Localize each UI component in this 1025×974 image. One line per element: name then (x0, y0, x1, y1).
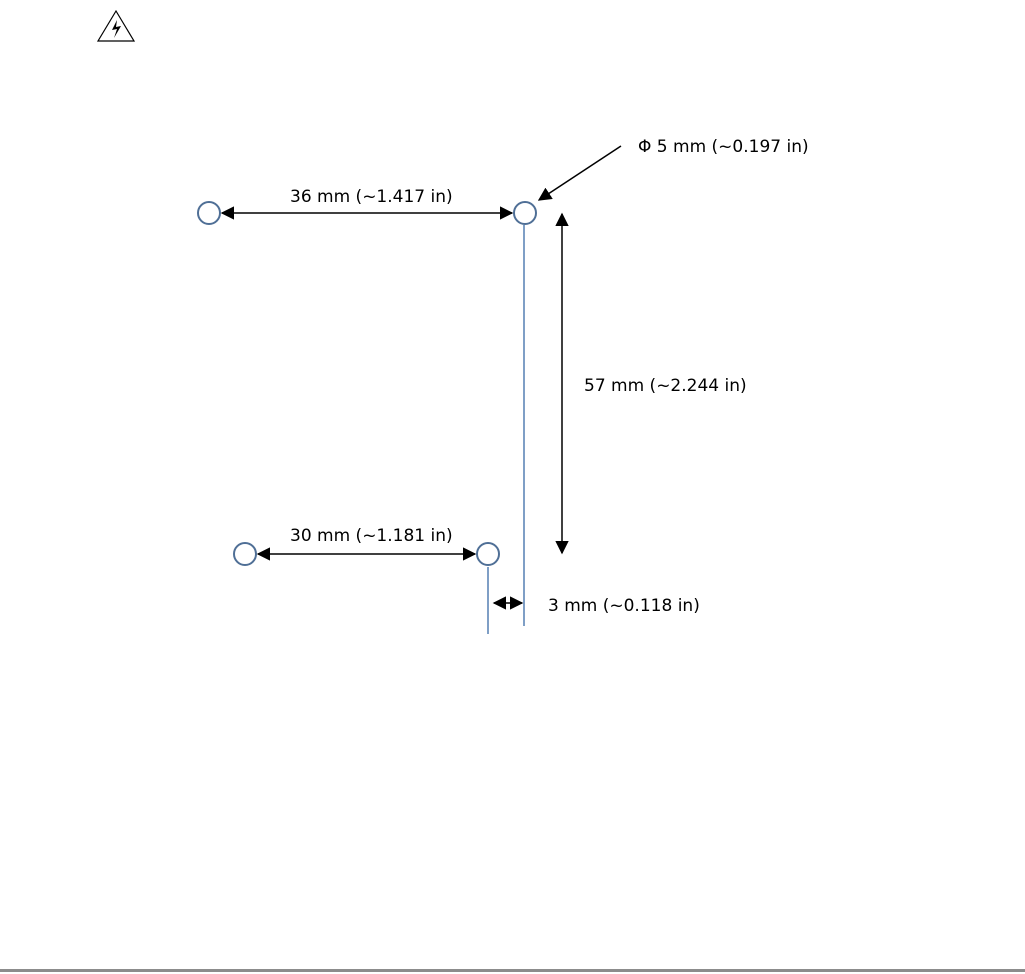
hole-diameter-label: Φ 5 mm (~0.197 in) (638, 137, 809, 157)
hole-bottom-left (233, 542, 257, 566)
electrical-warning-icon (96, 9, 136, 42)
hole-bottom-right (476, 542, 500, 566)
offset-label: 3 mm (~0.118 in) (548, 596, 700, 616)
bottom-spacing-label: 30 mm (~1.181 in) (290, 526, 453, 546)
top-spacing-label: 36 mm (~1.417 in) (290, 187, 453, 207)
vertical-spacing-label: 57 mm (~2.244 in) (584, 376, 747, 396)
hole-diameter-leader-line (537, 145, 622, 201)
hole-top-left (197, 201, 221, 225)
hole-top-right (513, 201, 537, 225)
page-bottom-rule (0, 969, 1025, 972)
